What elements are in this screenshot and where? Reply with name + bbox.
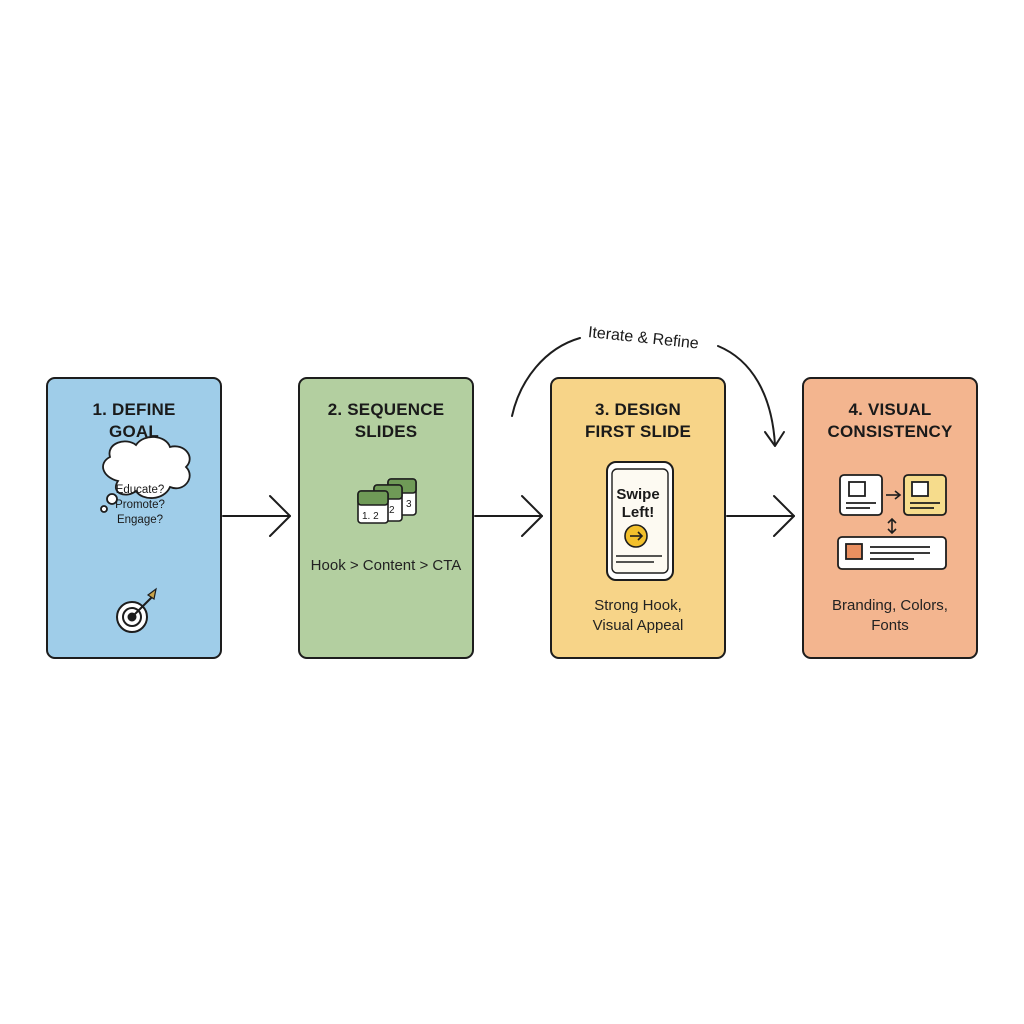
layout-blocks-icon: [837, 474, 947, 570]
step-caption: Branding, Colors, Fonts: [832, 597, 948, 634]
phone-icon: [606, 461, 674, 581]
thought-bubble-icon: [100, 436, 191, 513]
phone-swipe-text: Swipe Left!: [616, 486, 660, 521]
step-title: 2. SEQUENCE SLIDES: [327, 400, 445, 441]
step-card-visual-consistency: 4. VISUAL CONSISTENCY: [802, 377, 978, 659]
step-card-define-goal: 1. DEFINE GOAL Educate? Promote? Engage?: [46, 377, 222, 659]
step-caption: Hook > Content > CTA: [310, 557, 462, 574]
step-card-design-first-slide: 3. DESIGN FIRST SLIDE Swipe Left! Strong…: [550, 377, 726, 659]
stacked-slides-icon: [357, 478, 417, 524]
connector-arrow-1-2: [222, 495, 291, 537]
connector-arrow-2-3: [474, 495, 543, 537]
connector-arrow-3-4: [726, 495, 795, 537]
goal-options: Educate? Promote? Engage?: [115, 484, 165, 526]
slide-number-2: 2: [389, 505, 395, 516]
step-title: 1. DEFINE GOAL: [92, 400, 176, 441]
step-card-sequence-slides: 2. SEQUENCE SLIDES 1. 2 2 3 Hook > Conte…: [298, 377, 474, 659]
iterate-loop-arrow: [511, 337, 785, 447]
slide-number-3: 3: [406, 499, 412, 510]
step-title: 3. DESIGN FIRST SLIDE: [584, 400, 692, 441]
step-title: 4. VISUAL CONSISTENCY: [827, 400, 953, 441]
step-caption: Strong Hook, Visual Appeal: [592, 597, 684, 634]
slide-number-1: 1. 2: [362, 511, 379, 522]
target-icon: [116, 587, 157, 633]
